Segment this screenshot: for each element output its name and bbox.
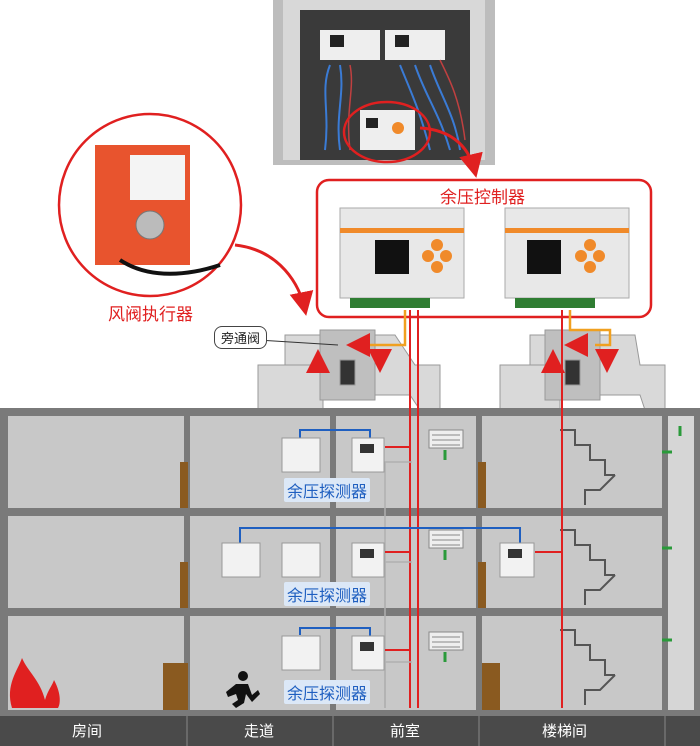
- room-label-room: 房间: [72, 722, 103, 740]
- controller-label: 余压控制器: [440, 188, 525, 208]
- building: [0, 408, 700, 718]
- duct-right: [499, 329, 666, 411]
- detector-label-3: 余压探测器: [284, 680, 371, 704]
- damper-actuator-callout: [57, 112, 243, 298]
- actuator-arrow: [234, 243, 314, 316]
- damper-actuator-label: 风阀执行器: [108, 305, 193, 325]
- room-label-stairwell: 楼梯间: [542, 722, 588, 740]
- room-label-corridor: 走道: [244, 722, 275, 740]
- photo-to-controller-arrow: [419, 126, 483, 178]
- cabinet-photo: [273, 0, 495, 165]
- room-label-anteroom: 前室: [390, 722, 421, 740]
- controller-unit-2: [504, 207, 630, 308]
- bypass-valve-label: 旁通阀: [214, 326, 268, 349]
- detectors: [221, 437, 535, 671]
- controller-unit-1: [339, 207, 465, 308]
- bottom-bar: [0, 716, 700, 746]
- detector-label-2: 余压探测器: [284, 582, 371, 606]
- detector-label-1: 余压探测器: [284, 478, 371, 502]
